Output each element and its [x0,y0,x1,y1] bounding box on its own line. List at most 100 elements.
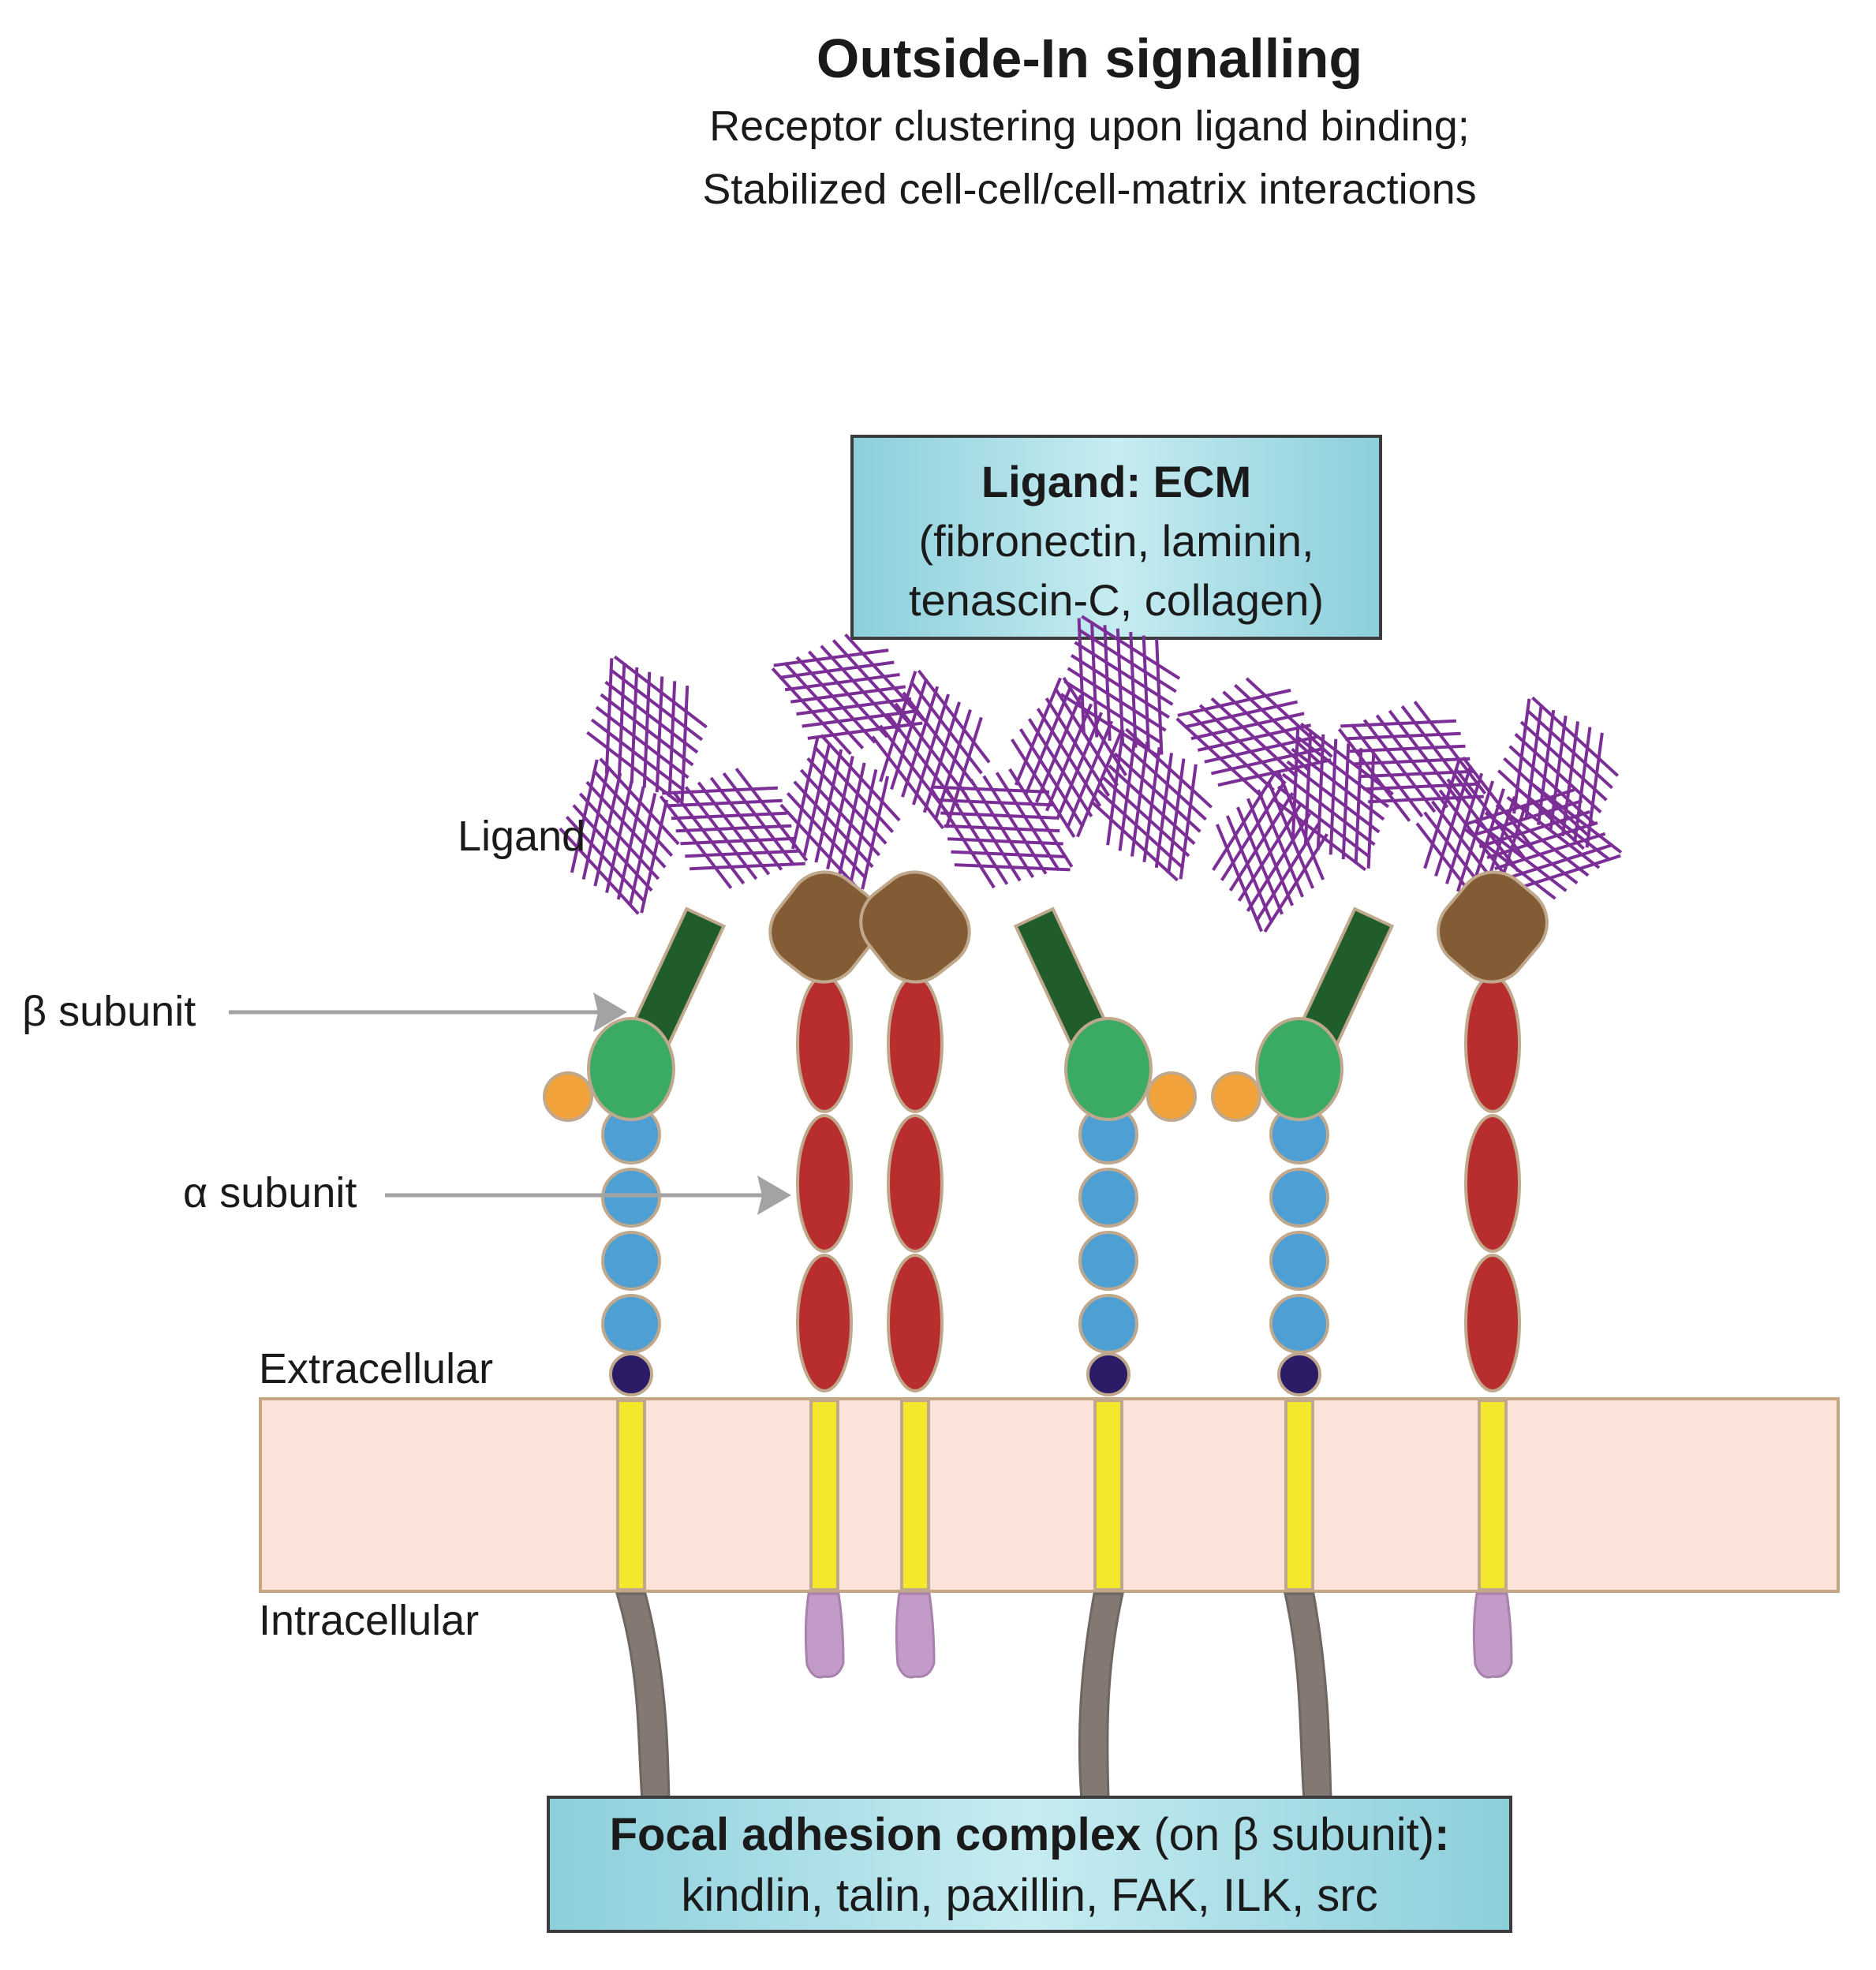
ecm-fiber-bundle [1175,677,1333,798]
ecm-fiber [1495,803,1590,877]
ecm-fiber [581,765,611,880]
focal-box-line-2: kindlin, talin, paxillin, FAK, ILK, src [681,1870,1377,1921]
beta-head-domain [587,1017,675,1121]
ecm-fiber [795,656,876,744]
page-title: Outside-In signalling [817,28,1362,89]
ecm-fiber [1413,701,1487,795]
alpha-transmembrane-segment [900,1399,930,1591]
ecm-fiber [890,678,929,791]
ligand-ecm-box: Ligand: ECM (fibronectin, laminin, tenas… [850,435,1382,640]
ecm-fiber-bundle [871,669,991,830]
alpha-calf-thigh-bead [1464,1254,1521,1392]
cell-membrane [259,1397,1840,1593]
alpha-cytoplasmic-tail [895,1592,936,1679]
ecm-fiber [820,645,901,733]
ecm-fiber [1263,833,1329,933]
beta-egf-bead [1078,1168,1138,1228]
ecm-fiber [1067,667,1167,732]
alpha-subunit [768,870,880,1679]
beta-transmembrane-segment [1093,1399,1123,1591]
beta-egf-bead [1078,1294,1138,1354]
ecm-fiber [1316,734,1325,850]
alpha-subunit [1437,870,1549,1679]
alpha-calf-thigh-bead [796,974,853,1113]
focal-box-frame [547,1796,1512,1933]
ecm-fiber [1350,723,1424,818]
alpha-beta-propeller-head [859,870,971,984]
alpha-cytoplasmic-tail [804,1592,845,1679]
alpha-calf-thigh-bead [796,1114,853,1253]
alpha-beta-propeller-head [768,870,880,984]
alpha-transmembrane-segment [809,1399,839,1591]
alpha-calf-thigh-bead [887,1254,944,1392]
ecm-fiber [616,786,645,900]
ecm-fiber [826,755,854,870]
ecm-fiber [1130,741,1149,857]
ecm-fiber [722,772,796,866]
focal-box-colon: : [1434,1809,1449,1860]
ecm-fiber [1129,632,1138,748]
ecm-fiber [831,639,913,727]
ecm-fiber [642,671,652,788]
ecm-fiber [1210,697,1299,779]
ecm-fiber [1074,641,1174,706]
beta-subunit [1211,906,1395,1802]
ecm-fiber [1103,625,1112,741]
ecm-fiber [1142,746,1161,863]
ecm-fiber [1257,789,1305,898]
ecm-fiber [1235,806,1284,915]
beta-head-domain [1064,1017,1153,1121]
ecm-fiber [1303,729,1313,846]
focal-box-note: (on β subunit) [1141,1809,1434,1860]
extracellular-label: Extracellular [259,1345,493,1392]
ecm-fiber [947,837,1063,846]
subtitle-line-1: Receptor clustering upon ligand binding; [709,103,1470,150]
ecm-fiber [640,799,669,914]
ecm-fiber [595,705,689,779]
ecm-fiber [1212,772,1277,871]
ecm-fiber [1519,720,1608,802]
ecm-fiber-bundle [1272,722,1394,872]
ecm-fiber [1508,745,1597,826]
ligand-box-frame [850,435,1382,640]
ecm-fiber [802,742,831,857]
ecm-fiber [1573,727,1592,843]
ecm-fiber [790,735,820,850]
metal-ion-site [543,1071,593,1122]
ecm-fiber [844,633,925,721]
metal-ion-site [1211,1071,1261,1122]
ecm-fiber [1198,704,1287,785]
ecm-fiber [1077,618,1086,735]
ecm-fiber [1254,823,1321,922]
ligand-box-line-3: tenascin-C, collagen) [909,575,1324,625]
ecm-fiber-bundle [559,757,680,915]
ecm-fiber [1478,810,1590,849]
alpha-subunit-arrow [385,1176,791,1215]
ecm-fiber [1291,725,1300,841]
ecm-fiber [771,667,852,756]
ecm-fiber [1560,721,1580,837]
beta-cytoplasmic-tail [615,1592,671,1802]
ecm-fiber [911,693,951,806]
ecm-fiber [861,776,890,890]
beta-transmembrane-segment [616,1399,646,1591]
beta-cytoplasmic-tail [1078,1592,1124,1802]
ecm-fiber [1434,764,1473,877]
ecm-fiber-bundle [659,768,809,889]
alpha-calf-thigh-bead [887,974,944,1113]
ecm-fiber [879,671,917,783]
beta-egf-bead [1269,1231,1329,1291]
ecm-fiber [617,662,626,779]
ecm-fiber [901,686,940,798]
ecm-fiber [630,667,639,783]
focal-box-bold: Focal adhesion complex [610,1809,1142,1860]
metal-ion-site [1146,1071,1197,1122]
ecm-fiber [659,794,733,889]
ecm-fiber [1512,698,1531,814]
ecm-fiber [671,791,746,885]
ecm-fiber [808,650,888,738]
ecm-fiber [1462,826,1556,900]
ecm-fiber [605,779,633,894]
ecm-fiber-bundle [1212,772,1329,933]
